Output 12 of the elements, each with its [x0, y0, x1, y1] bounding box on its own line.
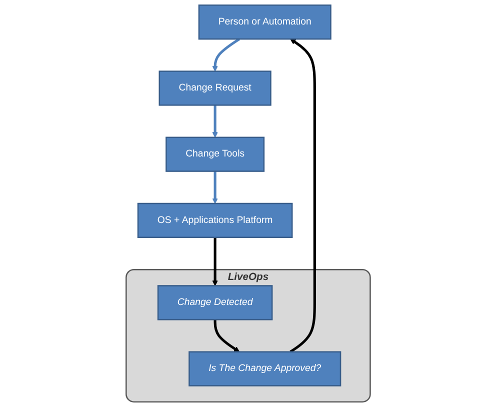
arrow	[212, 38, 240, 72]
arrow	[212, 105, 218, 138]
node-box: Person or Automation	[198, 4, 332, 40]
node-box: Change Request	[158, 70, 272, 106]
arrow	[214, 320, 240, 352]
arrow	[212, 237, 218, 286]
node-box: Change Tools	[165, 136, 264, 172]
node-box: Is The Change Approved?	[188, 351, 341, 386]
node-box: OS + Applications Platform	[137, 202, 293, 238]
node-box: Change Detected	[157, 285, 272, 320]
arrow	[289, 38, 316, 353]
arrow	[212, 171, 218, 204]
